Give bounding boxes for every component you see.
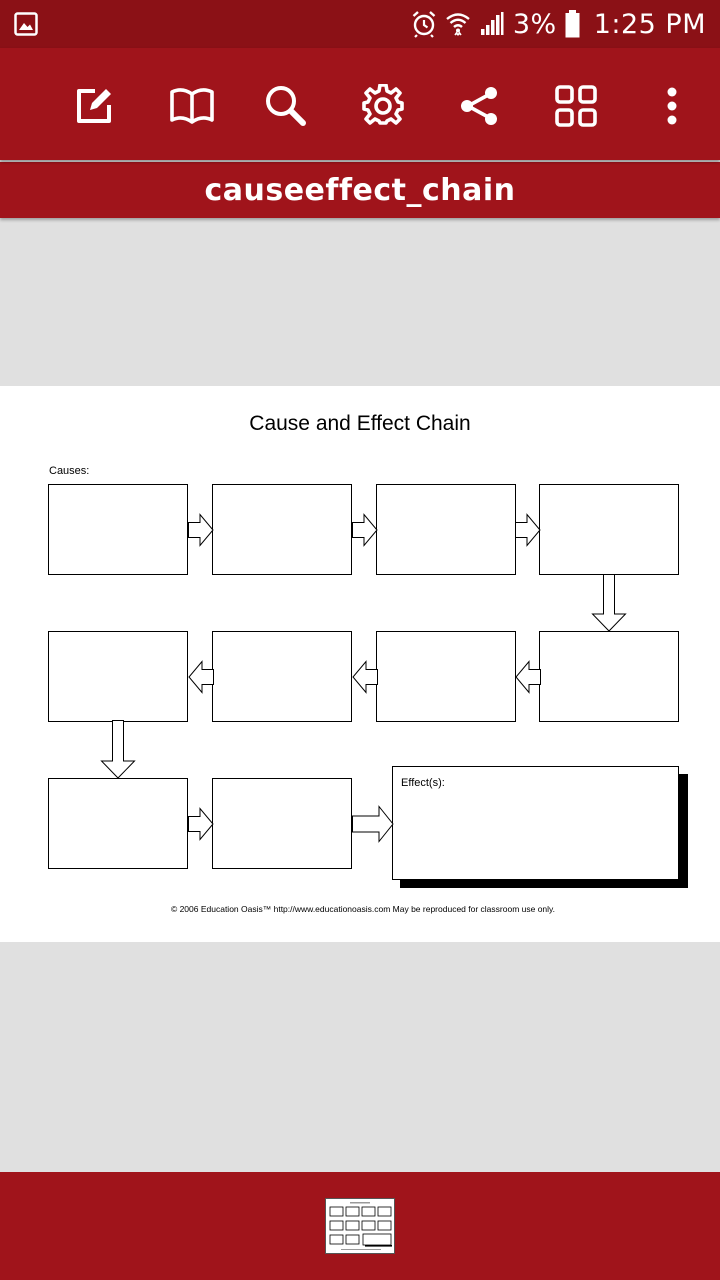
cause-box-2 bbox=[212, 484, 352, 575]
effects-label: Effect(s): bbox=[401, 777, 445, 789]
document-page[interactable]: Cause and Effect Chain Causes: Effect(s)… bbox=[0, 386, 720, 942]
gallery-icon bbox=[14, 12, 38, 36]
causes-label: Causes: bbox=[49, 465, 90, 477]
battery-percent: 3% bbox=[512, 8, 557, 40]
arrow-left-icon bbox=[515, 660, 541, 694]
more-vert-icon bbox=[667, 87, 677, 125]
cause-box-10 bbox=[212, 778, 352, 869]
share-icon bbox=[461, 87, 497, 125]
arrow-right-icon bbox=[352, 805, 394, 843]
cause-box-4 bbox=[539, 484, 679, 575]
cause-box-3 bbox=[376, 484, 516, 575]
grid-button[interactable] bbox=[546, 76, 606, 136]
share-button[interactable] bbox=[450, 76, 510, 136]
page-thumbnail-image bbox=[329, 1202, 392, 1250]
edit-icon bbox=[77, 89, 111, 123]
arrow-down-icon bbox=[591, 574, 627, 632]
search-button[interactable] bbox=[256, 76, 316, 136]
book-button[interactable] bbox=[162, 76, 222, 136]
copyright-notice: © 2006 Education Oasis™ http://www.educa… bbox=[170, 904, 556, 914]
edit-button[interactable] bbox=[64, 76, 124, 136]
cause-box-6 bbox=[376, 631, 516, 722]
arrow-down-icon bbox=[100, 720, 136, 779]
wifi-icon bbox=[446, 13, 470, 36]
alarm-icon bbox=[412, 11, 436, 38]
page-title: Cause and Effect Chain bbox=[249, 412, 471, 435]
battery-icon bbox=[565, 10, 580, 38]
cause-box-1 bbox=[48, 484, 188, 575]
cause-box-5 bbox=[539, 631, 679, 722]
search-icon bbox=[266, 86, 306, 126]
arrow-left-icon bbox=[188, 660, 214, 694]
document-filename: causeeffect_chain bbox=[204, 172, 516, 208]
arrow-left-icon bbox=[352, 660, 378, 694]
effect-box: Effect(s): bbox=[392, 766, 679, 880]
cause-box-7 bbox=[212, 631, 352, 722]
grid-icon bbox=[555, 85, 597, 127]
signal-icon bbox=[480, 12, 504, 35]
cause-box-9 bbox=[48, 778, 188, 869]
arrow-right-icon bbox=[188, 807, 214, 841]
more-options-button[interactable] bbox=[642, 76, 702, 136]
book-icon bbox=[170, 88, 214, 124]
bottom-bar bbox=[0, 1172, 720, 1280]
status-bar: 3% 1:25 PM bbox=[0, 0, 720, 48]
settings-button[interactable] bbox=[353, 76, 413, 136]
clock: 1:25 PM bbox=[593, 8, 706, 40]
arrow-right-icon bbox=[188, 513, 214, 547]
gear-icon bbox=[362, 84, 404, 125]
cause-box-8 bbox=[48, 631, 188, 722]
arrow-right-icon bbox=[515, 513, 541, 547]
toolbar bbox=[0, 48, 720, 160]
arrow-right-icon bbox=[352, 513, 378, 547]
page-thumbnail[interactable] bbox=[325, 1198, 395, 1254]
document-title-bar: causeeffect_chain bbox=[0, 162, 720, 218]
